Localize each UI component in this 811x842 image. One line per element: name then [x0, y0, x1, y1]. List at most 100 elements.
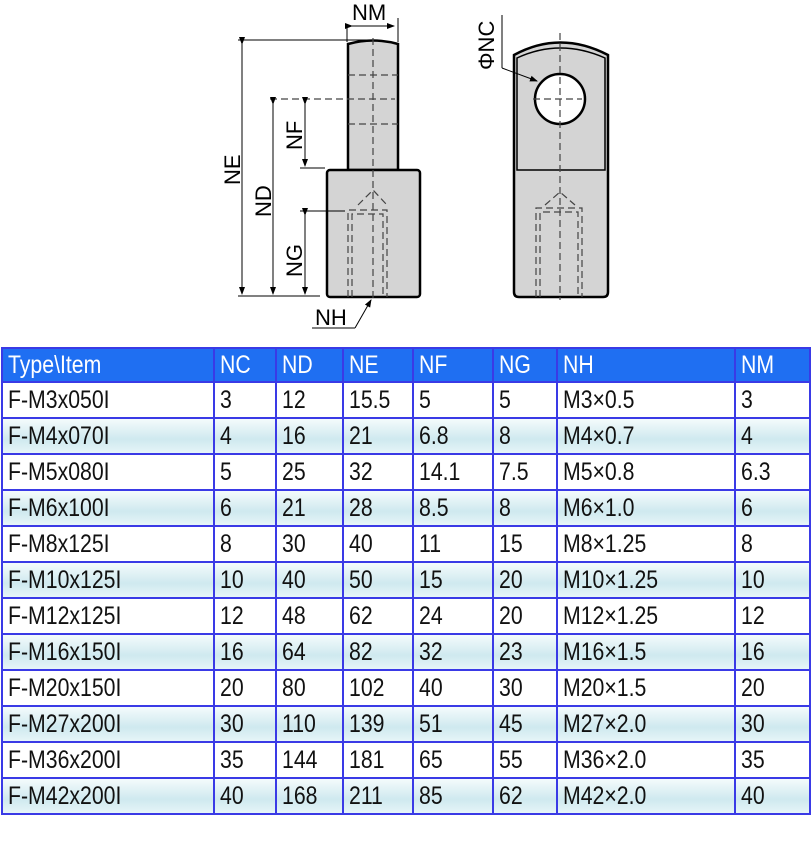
table-cell: 12 — [734, 597, 811, 635]
table-cell: 15.5 — [342, 381, 414, 419]
cell-value: 35 — [741, 745, 765, 774]
cell-value: 64 — [282, 637, 306, 666]
cell-value: 20 — [220, 673, 244, 702]
table-cell: 30 — [213, 705, 277, 743]
table-cell: M27×2.0 — [556, 705, 736, 743]
header-label: NM — [741, 350, 775, 379]
table-cell: 16 — [213, 633, 277, 671]
cell-value: 23 — [499, 637, 523, 666]
cell-value: 15 — [419, 565, 443, 594]
cell-value: 50 — [349, 565, 373, 594]
cell-value: 16 — [282, 421, 306, 450]
table-cell: F-M42x200I — [1, 777, 215, 815]
table-cell: 32 — [412, 633, 494, 671]
table-cell: 6.8 — [412, 417, 494, 455]
cell-value: 12 — [741, 601, 765, 630]
side-view — [270, 38, 422, 300]
cell-value: F-M42x200I — [8, 781, 122, 810]
cell-value: 168 — [282, 781, 318, 810]
table-cell: 16 — [734, 633, 811, 671]
cell-value: F-M6x100I — [8, 493, 110, 522]
table-cell: 12 — [213, 597, 277, 635]
cell-value: 139 — [349, 709, 385, 738]
header-label: NC — [220, 350, 251, 379]
table-cell: M20×1.5 — [556, 669, 736, 707]
table-cell: 24 — [412, 597, 494, 635]
table-cell: 35 — [213, 741, 277, 779]
table-cell: F-M10x125I — [1, 561, 215, 599]
table-cell: 32 — [342, 453, 414, 491]
cell-value: 28 — [349, 493, 373, 522]
table-cell: M36×2.0 — [556, 741, 736, 779]
table-cell: 3 — [213, 381, 277, 419]
table-cell: 20 — [492, 597, 558, 635]
cell-value: F-M5x080I — [8, 457, 110, 486]
cell-value: 15 — [499, 529, 523, 558]
table-cell: 50 — [342, 561, 414, 599]
table-cell: F-M27x200I — [1, 705, 215, 743]
cell-value: 7.5 — [499, 457, 529, 486]
cell-value: 5 — [499, 385, 511, 414]
cell-value: 65 — [419, 745, 443, 774]
table-cell: 10 — [213, 561, 277, 599]
table-cell: 6 — [734, 489, 811, 527]
header-label: NH — [563, 350, 594, 379]
table-cell: 5 — [213, 453, 277, 491]
cell-value: 32 — [349, 457, 373, 486]
column-header: NG — [492, 347, 558, 383]
table-cell: 14.1 — [412, 453, 494, 491]
cell-value: M8×1.25 — [563, 529, 647, 558]
cell-value: 8 — [499, 493, 511, 522]
table-cell: 168 — [275, 777, 344, 815]
table-cell: 62 — [492, 777, 558, 815]
cell-value: 20 — [741, 673, 765, 702]
table-cell: F-M20x150I — [1, 669, 215, 707]
table-cell: M16×1.5 — [556, 633, 736, 671]
table-cell: M4×0.7 — [556, 417, 736, 455]
cell-value: 144 — [282, 745, 318, 774]
table-cell: 40 — [213, 777, 277, 815]
cell-value: 14.1 — [419, 457, 461, 486]
label-nd: ND — [251, 185, 276, 217]
table-cell: 110 — [275, 705, 344, 743]
cell-value: 24 — [419, 601, 443, 630]
header-label: ND — [282, 350, 313, 379]
table-cell: M8×1.25 — [556, 525, 736, 563]
cell-value: 21 — [349, 421, 373, 450]
table-cell: F-M16x150I — [1, 633, 215, 671]
cell-value: 10 — [741, 565, 765, 594]
cell-value: 3 — [741, 385, 753, 414]
table-cell: 7.5 — [492, 453, 558, 491]
table-cell: F-M4x070I — [1, 417, 215, 455]
table-cell: 28 — [342, 489, 414, 527]
cell-value: 40 — [419, 673, 443, 702]
table-cell: 12 — [275, 381, 344, 419]
cell-value: 15.5 — [349, 385, 391, 414]
table-cell: 3 — [734, 381, 811, 419]
label-ne: NE — [220, 154, 245, 185]
table-cell: 211 — [342, 777, 414, 815]
cell-value: 6.3 — [741, 457, 771, 486]
cell-value: 35 — [220, 745, 244, 774]
table-cell: 139 — [342, 705, 414, 743]
cell-value: 8 — [220, 529, 232, 558]
front-view — [512, 33, 610, 300]
cell-value: 30 — [499, 673, 523, 702]
cell-value: 211 — [349, 781, 383, 810]
cell-value: 32 — [419, 637, 443, 666]
cell-value: 40 — [349, 529, 373, 558]
cell-value: M12×1.25 — [563, 601, 659, 630]
cell-value: 4 — [741, 421, 753, 450]
cell-value: 30 — [741, 709, 765, 738]
cell-value: 40 — [220, 781, 244, 810]
label-ng: NG — [282, 244, 307, 277]
cell-value: 25 — [282, 457, 306, 486]
cell-value: M6×1.0 — [563, 493, 635, 522]
table-cell: M10×1.25 — [556, 561, 736, 599]
cell-value: M5×0.8 — [563, 457, 635, 486]
